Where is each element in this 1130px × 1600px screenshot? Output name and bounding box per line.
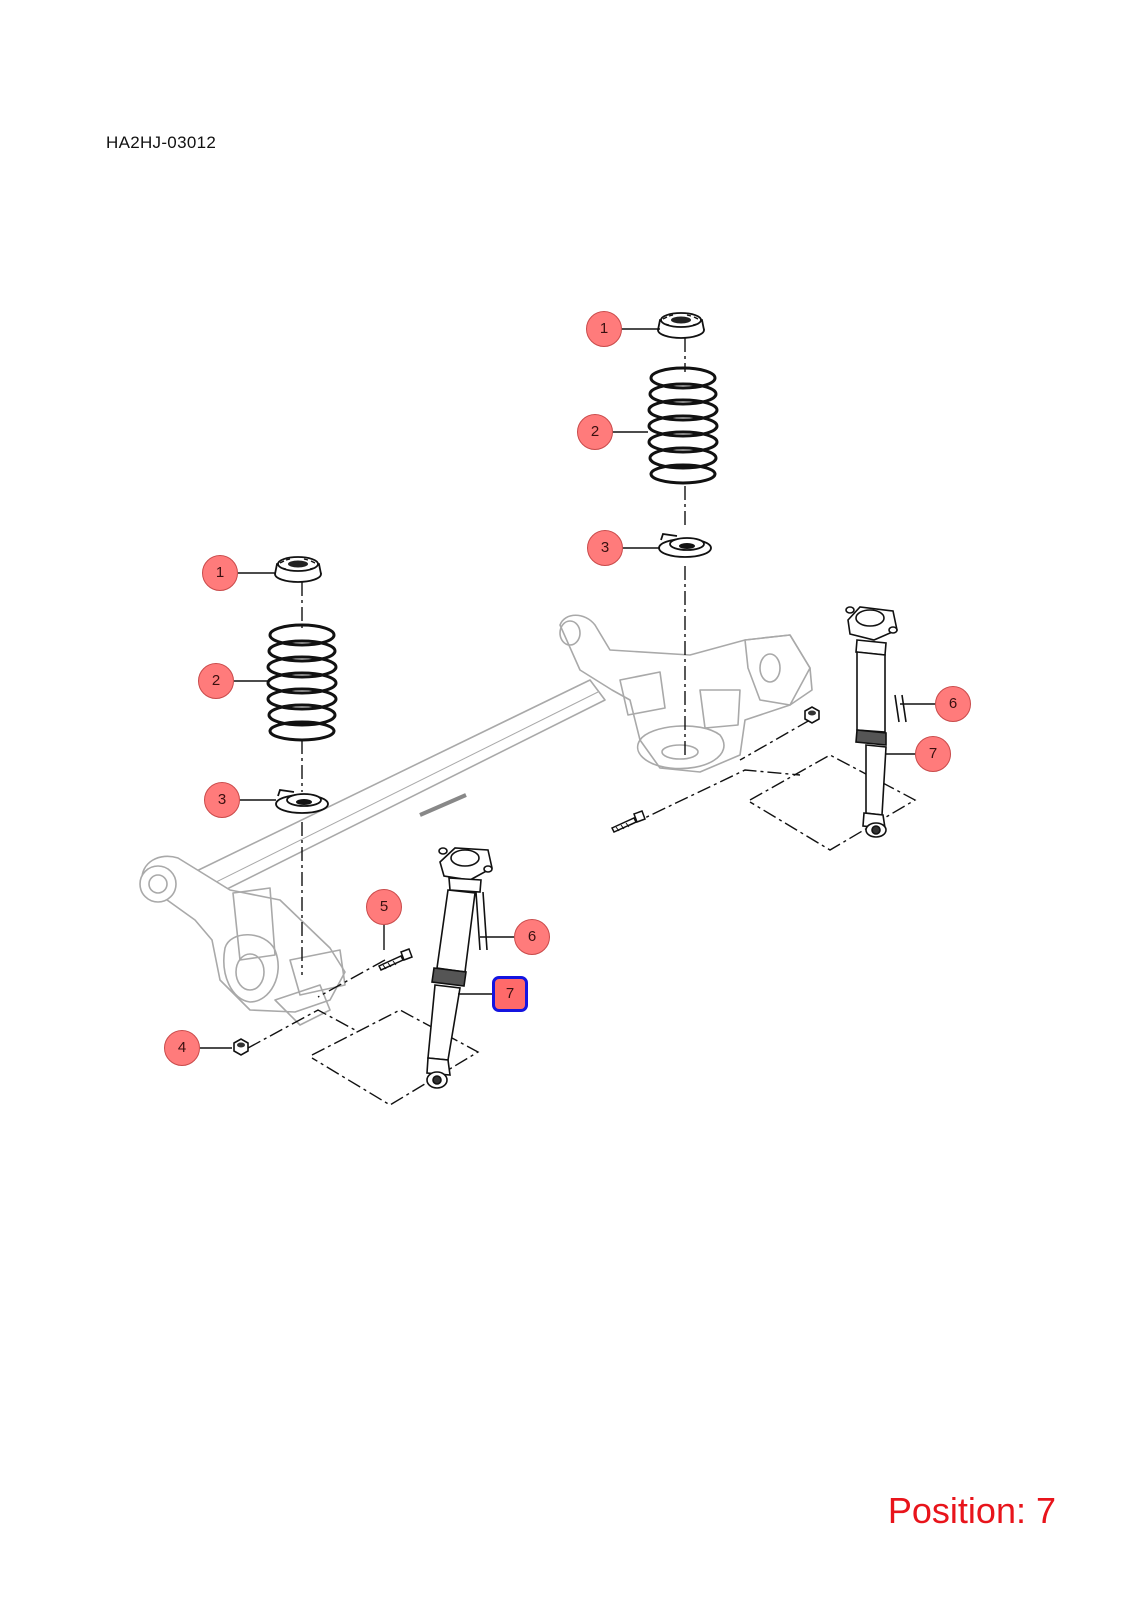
position-label: Position: 7: [887, 1490, 1056, 1531]
callout-3-right-lower-seat[interactable]: 3: [587, 530, 623, 566]
callout-1-left-upper-seat[interactable]: 1: [202, 555, 238, 591]
callout-2-right-spring[interactable]: 2: [577, 414, 613, 450]
callout-7-left-shock-selected[interactable]: 7: [492, 976, 528, 1012]
callout-4-nut[interactable]: 4: [164, 1030, 200, 1066]
callout-1-right-upper-seat[interactable]: 1: [586, 311, 622, 347]
callout-6-left-shock-bolt[interactable]: 6: [514, 919, 550, 955]
diagram-code: HA2HJ-03012: [106, 133, 217, 152]
callout-6-right-shock-bolt[interactable]: 6: [935, 686, 971, 722]
callout-7-right-shock[interactable]: 7: [915, 736, 951, 772]
callout-5-bolt[interactable]: 5: [366, 889, 402, 925]
callout-2-left-spring[interactable]: 2: [198, 663, 234, 699]
callout-3-left-lower-seat[interactable]: 3: [204, 782, 240, 818]
